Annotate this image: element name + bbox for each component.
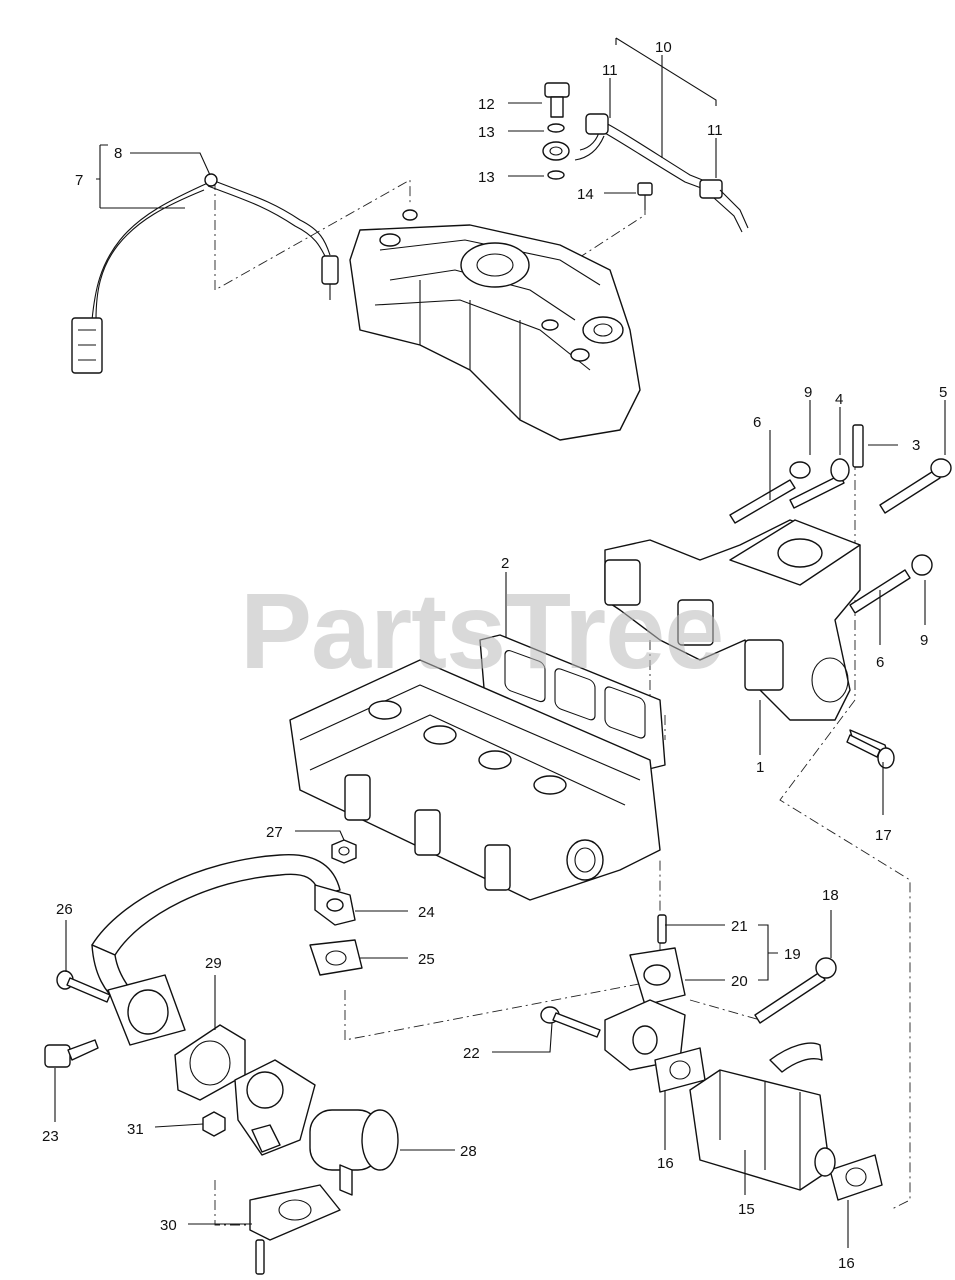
- egr-pipe[interactable]: [91, 854, 356, 1046]
- callout-17: 17: [875, 827, 892, 844]
- callout-30: 30: [160, 1217, 177, 1234]
- callout-1: 1: [756, 759, 764, 776]
- callout-16b: 16: [838, 1255, 855, 1272]
- flange-assembly-19[interactable]: [604, 914, 686, 1071]
- bolt-22[interactable]: [540, 1006, 601, 1038]
- callout-9b: 9: [920, 632, 928, 649]
- callout-11b: 11: [707, 122, 723, 139]
- gasket-29[interactable]: [174, 1024, 246, 1101]
- manifold[interactable]: [604, 519, 895, 769]
- rocker-cover[interactable]: [349, 209, 641, 441]
- nut-27[interactable]: [331, 839, 357, 864]
- callout-22: 22: [463, 1045, 480, 1062]
- callout-3: 3: [912, 437, 920, 454]
- stud-30[interactable]: [255, 1239, 265, 1275]
- callout-9a: 9: [804, 384, 812, 401]
- callout-15: 15: [738, 1201, 755, 1218]
- pipe-gasket-25[interactable]: [309, 939, 363, 976]
- callout-27: 27: [266, 824, 283, 841]
- callout-13b: 13: [478, 169, 495, 186]
- callout-11a: 11: [602, 62, 618, 79]
- callout-12: 12: [478, 96, 495, 113]
- callout-29: 29: [205, 955, 222, 972]
- callout-21: 21: [731, 918, 748, 935]
- egr-cooler-15[interactable]: [689, 1042, 836, 1191]
- callout-13a: 13: [478, 124, 495, 141]
- callout-20: 20: [731, 973, 748, 990]
- egr-valve-28[interactable]: [234, 1059, 399, 1196]
- callout-31: 31: [127, 1121, 144, 1138]
- watermark-text: PartsTree: [240, 570, 723, 691]
- leader-lines: [54, 37, 946, 1248]
- callout-6b: 6: [876, 654, 884, 671]
- callout-5: 5: [939, 384, 947, 401]
- callout-6a: 6: [753, 414, 761, 431]
- callout-8: 8: [114, 145, 122, 162]
- callout-10: 10: [655, 39, 672, 56]
- callout-16a: 16: [657, 1155, 674, 1172]
- nut-31[interactable]: [202, 1111, 226, 1137]
- callout-4: 4: [835, 391, 843, 408]
- oil-pipe-assembly[interactable]: [542, 82, 749, 233]
- callout-14: 14: [577, 186, 594, 203]
- callout-18: 18: [822, 887, 839, 904]
- callout-2: 2: [501, 555, 509, 572]
- callout-23: 23: [42, 1128, 59, 1145]
- bolt-26[interactable]: [56, 970, 111, 1003]
- manifold-fasteners[interactable]: [729, 424, 952, 614]
- bolt-17[interactable]: [846, 734, 881, 758]
- callout-7: 7: [75, 172, 83, 189]
- bolt-18[interactable]: [754, 957, 837, 1024]
- cylinder-head[interactable]: [289, 659, 661, 901]
- temp-sensor-23[interactable]: [44, 1039, 99, 1068]
- callout-19: 19: [784, 946, 801, 963]
- sensor-harness[interactable]: [71, 173, 339, 374]
- callout-24: 24: [418, 904, 435, 921]
- callout-26: 26: [56, 901, 73, 918]
- gasket-30[interactable]: [249, 1184, 341, 1241]
- callout-labels: 1 2 3 4 5 6 6 7 8 9 9 10 11 11 12 13 13 …: [42, 39, 947, 1272]
- callout-28: 28: [460, 1143, 477, 1160]
- callout-25: 25: [418, 951, 435, 968]
- gasket-16-right[interactable]: [829, 1154, 883, 1201]
